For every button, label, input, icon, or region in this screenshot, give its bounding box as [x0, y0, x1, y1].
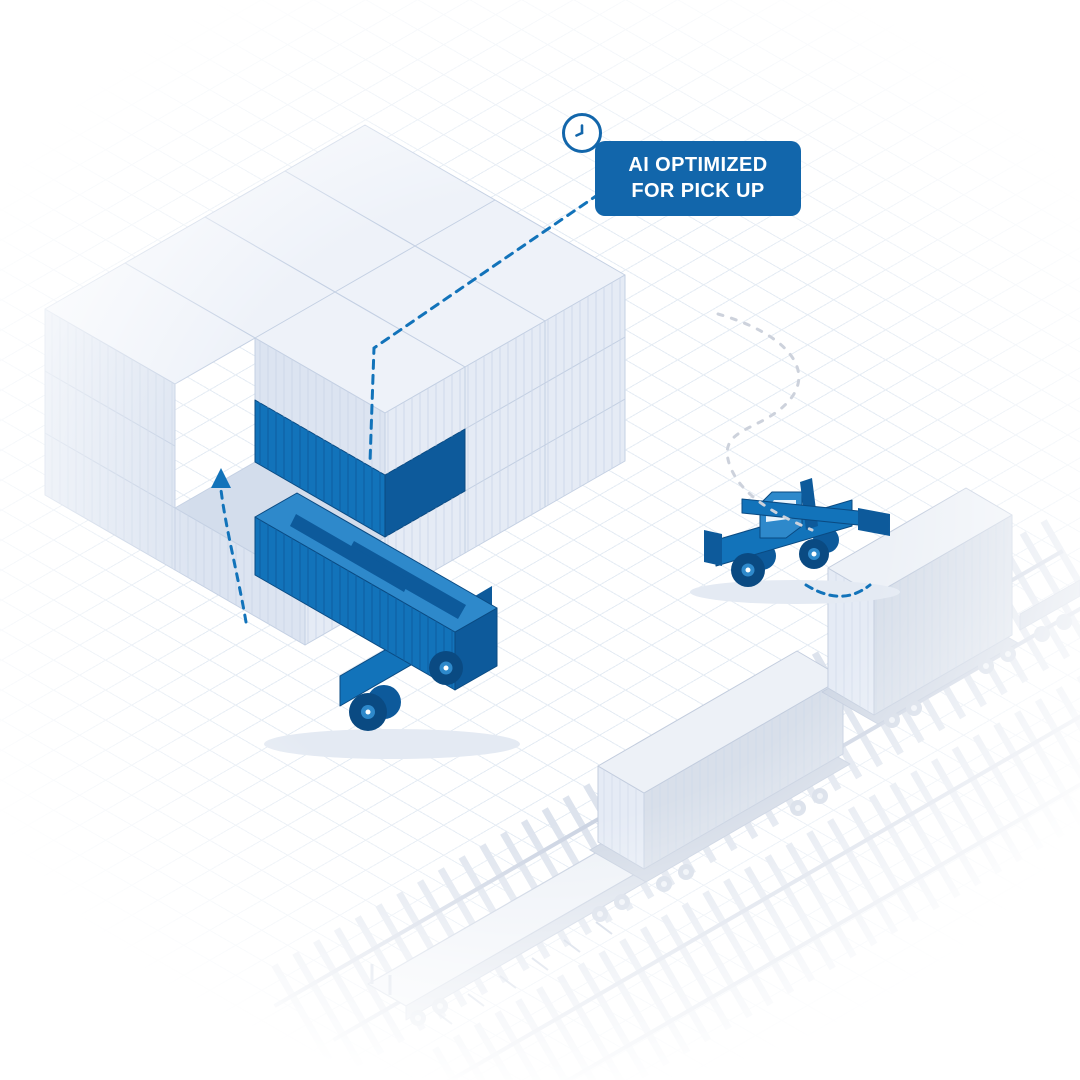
badge-line1: AI OPTIMIZED: [628, 154, 768, 176]
badge-line2: FOR PICK UP: [631, 179, 765, 202]
stacker-spreader: [858, 508, 890, 536]
callout-badge: AI OPTIMIZED FOR PICK UP: [595, 141, 801, 217]
clock-hands: [568, 119, 596, 147]
clock-icon: [562, 113, 602, 153]
train: [368, 488, 1080, 1026]
vehicle-shadow: [690, 580, 900, 604]
vehicle-shadow: [264, 729, 520, 759]
stacker-counterweight: [704, 530, 722, 566]
